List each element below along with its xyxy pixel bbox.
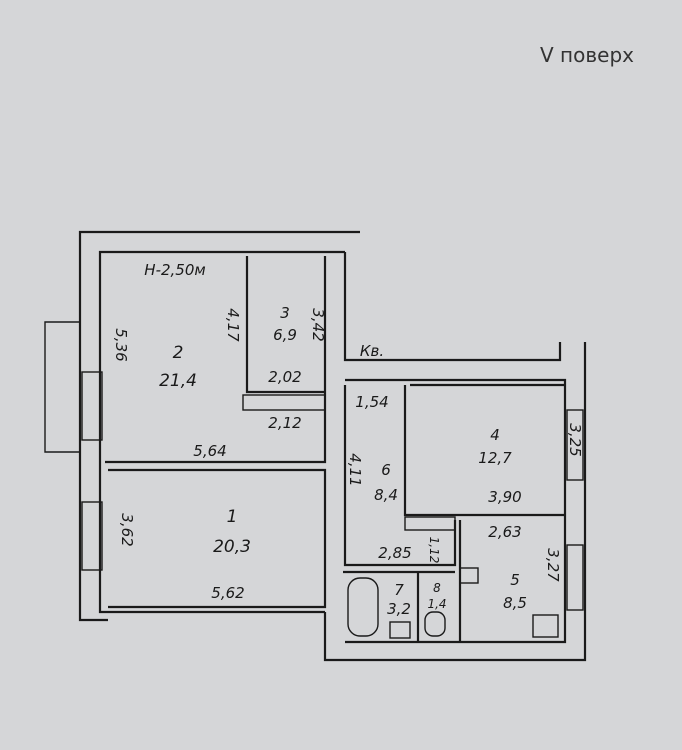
apartment-label: Кв. xyxy=(360,342,384,360)
dimension: 2,02 xyxy=(268,368,301,386)
dimension: 1,54 xyxy=(355,393,388,411)
room-area: 1,4 xyxy=(427,597,446,611)
room-number: 1 xyxy=(227,507,238,527)
sink-icon xyxy=(389,621,411,639)
dimension: 5,36 xyxy=(112,328,130,361)
balcony xyxy=(44,321,80,453)
room-area: 3,2 xyxy=(387,600,411,618)
dimension: 5,64 xyxy=(193,442,226,460)
dimension: 2,63 xyxy=(488,523,521,541)
room-area: 6,9 xyxy=(273,326,297,344)
room-number: 5 xyxy=(510,571,520,589)
dimension: 4,17 xyxy=(224,308,242,342)
fixtures xyxy=(347,577,559,639)
dimension: 2,85 xyxy=(378,544,411,562)
windows xyxy=(44,321,584,611)
room-area: 12,7 xyxy=(478,449,512,467)
room-number: 4 xyxy=(490,426,500,444)
room-area: 21,4 xyxy=(159,371,197,391)
bathtub-icon xyxy=(347,577,379,637)
dimension: 3,42 xyxy=(309,308,327,341)
ceiling-height: H-2,50м xyxy=(144,261,205,279)
room-number: 8 xyxy=(433,581,441,595)
room-number: 2 xyxy=(173,343,184,363)
room-number: 3 xyxy=(280,304,290,322)
room-area: 8,4 xyxy=(374,486,398,504)
dimension: 3,27 xyxy=(544,548,562,582)
dimension: 1,12 xyxy=(427,537,441,564)
toilet-icon xyxy=(424,611,446,637)
dimension: 2,12 xyxy=(268,414,301,432)
room-number: 7 xyxy=(394,581,404,599)
dimension: 3,25 xyxy=(566,423,584,456)
floor-label: V поверх xyxy=(540,43,634,67)
room-area: 20,3 xyxy=(213,537,251,557)
room-area: 8,5 xyxy=(503,594,527,612)
stove-icon xyxy=(532,614,559,638)
room-number: 6 xyxy=(381,461,391,479)
dimension: 5,62 xyxy=(211,584,244,602)
dimension: 4,11 xyxy=(346,453,364,486)
walls xyxy=(78,230,587,662)
dimension: 3,90 xyxy=(488,488,521,506)
dimension: 3,62 xyxy=(118,513,136,546)
